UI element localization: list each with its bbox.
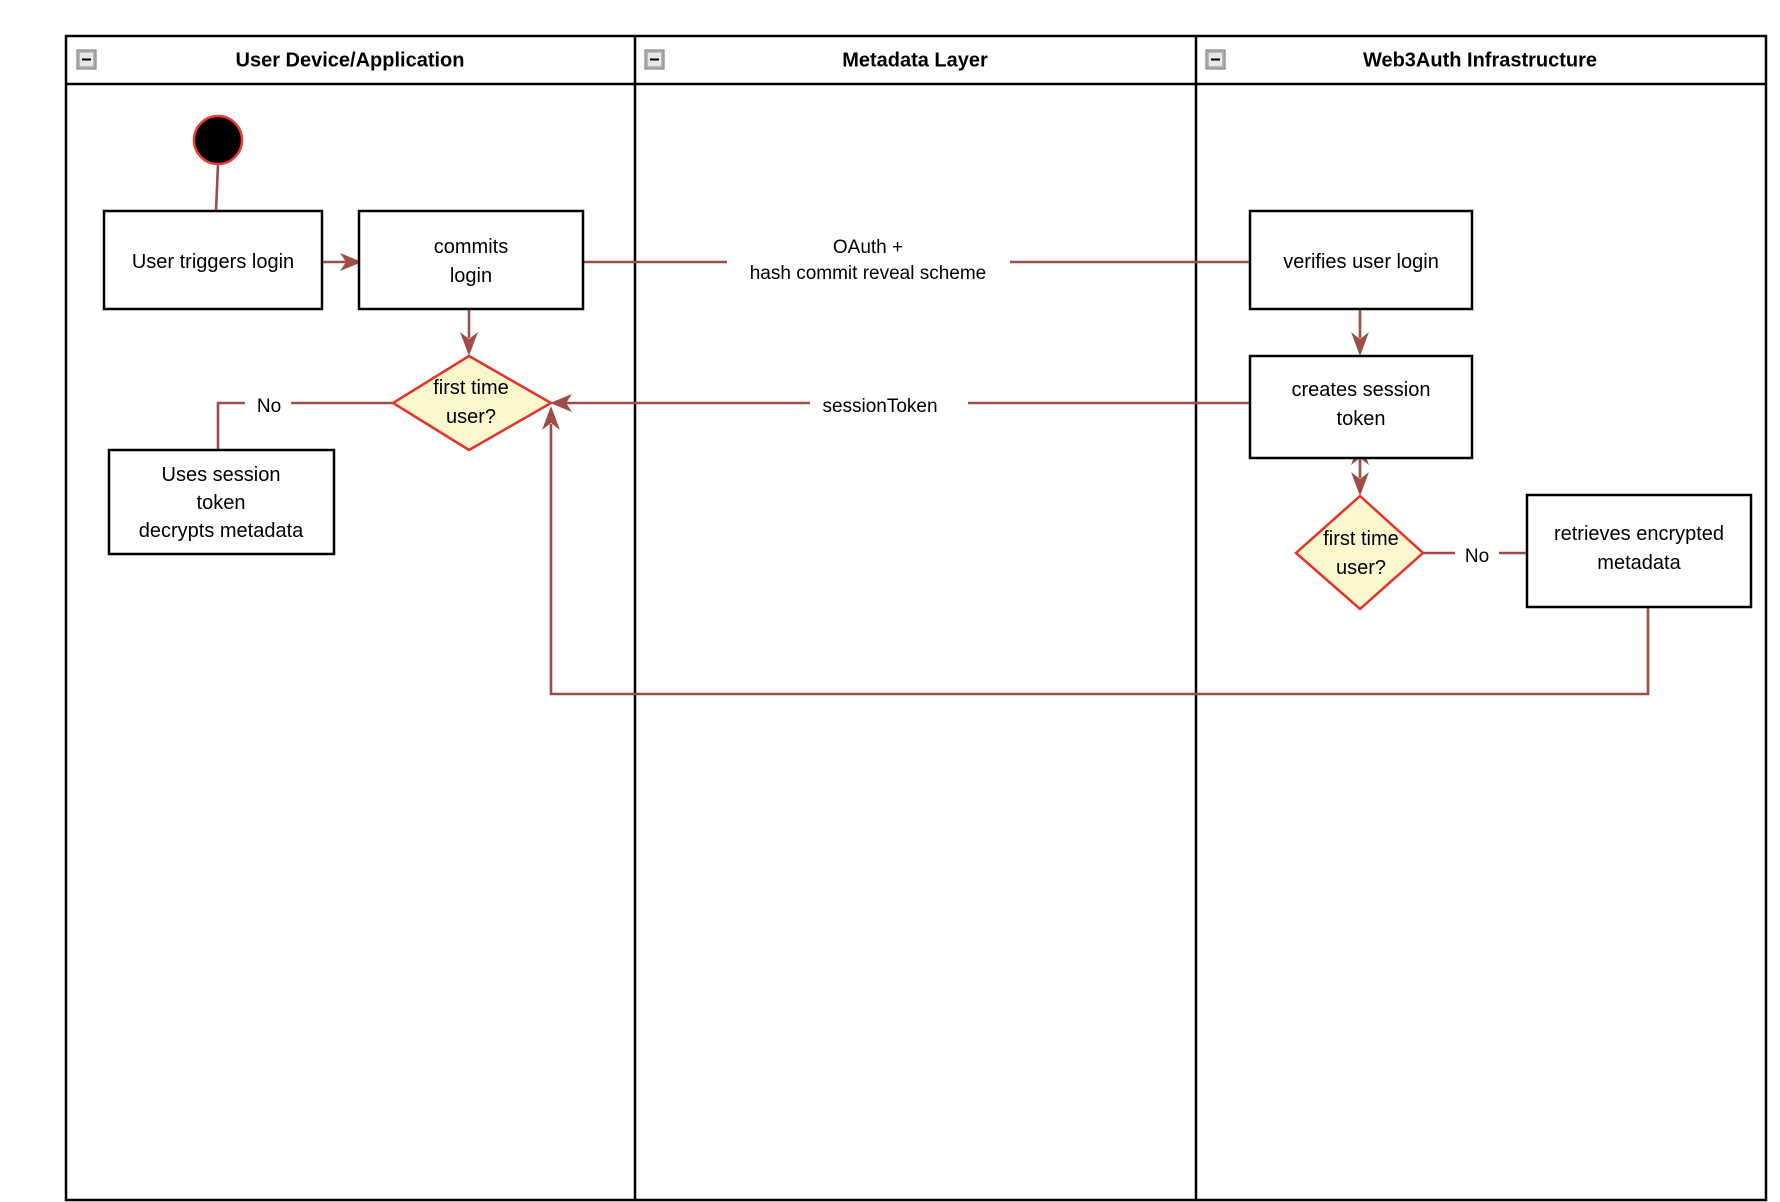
edge-label-no-right: No xyxy=(1465,546,1489,567)
initial-node-circle xyxy=(192,114,244,166)
node-label-verifies-user-login: verifies user login xyxy=(1283,251,1439,273)
edge-label-oauth-line1: OAuth + xyxy=(833,237,903,258)
node-label-uses-session-token-line3: decrypts metadata xyxy=(139,520,304,542)
lane-title-user-device: User Device/Application xyxy=(236,49,465,71)
action-box-creates-session-token[interactable] xyxy=(1248,354,1474,460)
edge-label-session-token: sessionToken xyxy=(822,396,937,417)
edge-verifies-to-creates xyxy=(1351,309,1369,356)
node-label-first-time-user-right-line1: first time xyxy=(1323,528,1399,550)
node-label-first-time-user-left-line2: user? xyxy=(446,406,496,428)
decision-diamond-first-time-user-right[interactable] xyxy=(1294,494,1425,611)
node-label-uses-session-token-line2: token xyxy=(197,492,246,514)
node-creates-session-token[interactable]: creates session token xyxy=(1248,354,1474,460)
swimlane-frame xyxy=(64,34,1768,1202)
node-label-creates-session-token-line1: creates session xyxy=(1292,379,1431,401)
node-user-triggers-login[interactable]: User triggers login xyxy=(102,209,324,311)
node-label-commits-login-line2: login xyxy=(450,265,492,287)
start-node xyxy=(192,114,244,166)
node-retrieves-encrypted-metadata[interactable]: retrieves encrypted metadata xyxy=(1525,493,1753,609)
edge-commits-to-verifies: OAuth + hash commit reveal scheme xyxy=(583,237,1250,284)
lane-header-metadata[interactable]: Metadata Layer xyxy=(644,49,988,71)
node-first-time-user-right[interactable]: first time user? xyxy=(1294,494,1425,611)
lane-header-web3auth[interactable]: Web3Auth Infrastructure xyxy=(1205,49,1597,71)
action-box-user-triggers-login[interactable] xyxy=(102,209,324,311)
action-box-verifies-user-login[interactable] xyxy=(1248,209,1474,311)
node-label-creates-session-token-line2: token xyxy=(1337,408,1386,430)
node-commits-login[interactable]: commits login xyxy=(357,209,585,311)
node-label-uses-session-token-line1: Uses session xyxy=(162,464,281,486)
action-box-commits-login[interactable] xyxy=(357,209,585,311)
lane-title-web3auth: Web3Auth Infrastructure xyxy=(1363,49,1597,71)
edge-label-oauth-line2: hash commit reveal scheme xyxy=(750,263,987,284)
swimlane-outer-border xyxy=(64,34,1768,1202)
node-uses-session-token[interactable]: Uses session token decrypts metadata xyxy=(107,448,336,556)
node-label-first-time-user-left-line1: first time xyxy=(433,377,509,399)
node-label-first-time-user-right-line2: user? xyxy=(1336,557,1386,579)
edge-commits-to-decision xyxy=(460,309,478,356)
node-label-commits-login-line1: commits xyxy=(434,236,508,258)
node-label-user-triggers-login: User triggers login xyxy=(132,251,294,273)
edge-label-no-left: No xyxy=(257,396,281,417)
edge-left-decision-to-uses: No xyxy=(216,396,393,450)
action-box-retrieves-encrypted-metadata[interactable] xyxy=(1525,493,1753,609)
edge-creates-to-left-decision: sessionToken xyxy=(550,394,1250,417)
node-first-time-user-left[interactable]: first time user? xyxy=(390,354,554,452)
lane-header-user-device[interactable]: User Device/Application xyxy=(76,49,465,71)
node-label-retrieves-encrypted-metadata-line2: metadata xyxy=(1597,552,1681,574)
node-label-retrieves-encrypted-metadata-line1: retrieves encrypted xyxy=(1554,523,1724,545)
edge-right-decision-to-retrieves: No xyxy=(1423,546,1527,567)
edge-start-to-trigger xyxy=(214,163,220,212)
action-box-uses-session-token[interactable] xyxy=(107,448,336,556)
edge-retrieves-to-left-decision xyxy=(542,406,1650,696)
lane-title-metadata: Metadata Layer xyxy=(842,49,988,71)
node-verifies-user-login[interactable]: verifies user login xyxy=(1248,209,1474,311)
edge-trigger-to-commits xyxy=(322,253,362,271)
decision-diamond-first-time-user-left[interactable] xyxy=(390,354,554,452)
